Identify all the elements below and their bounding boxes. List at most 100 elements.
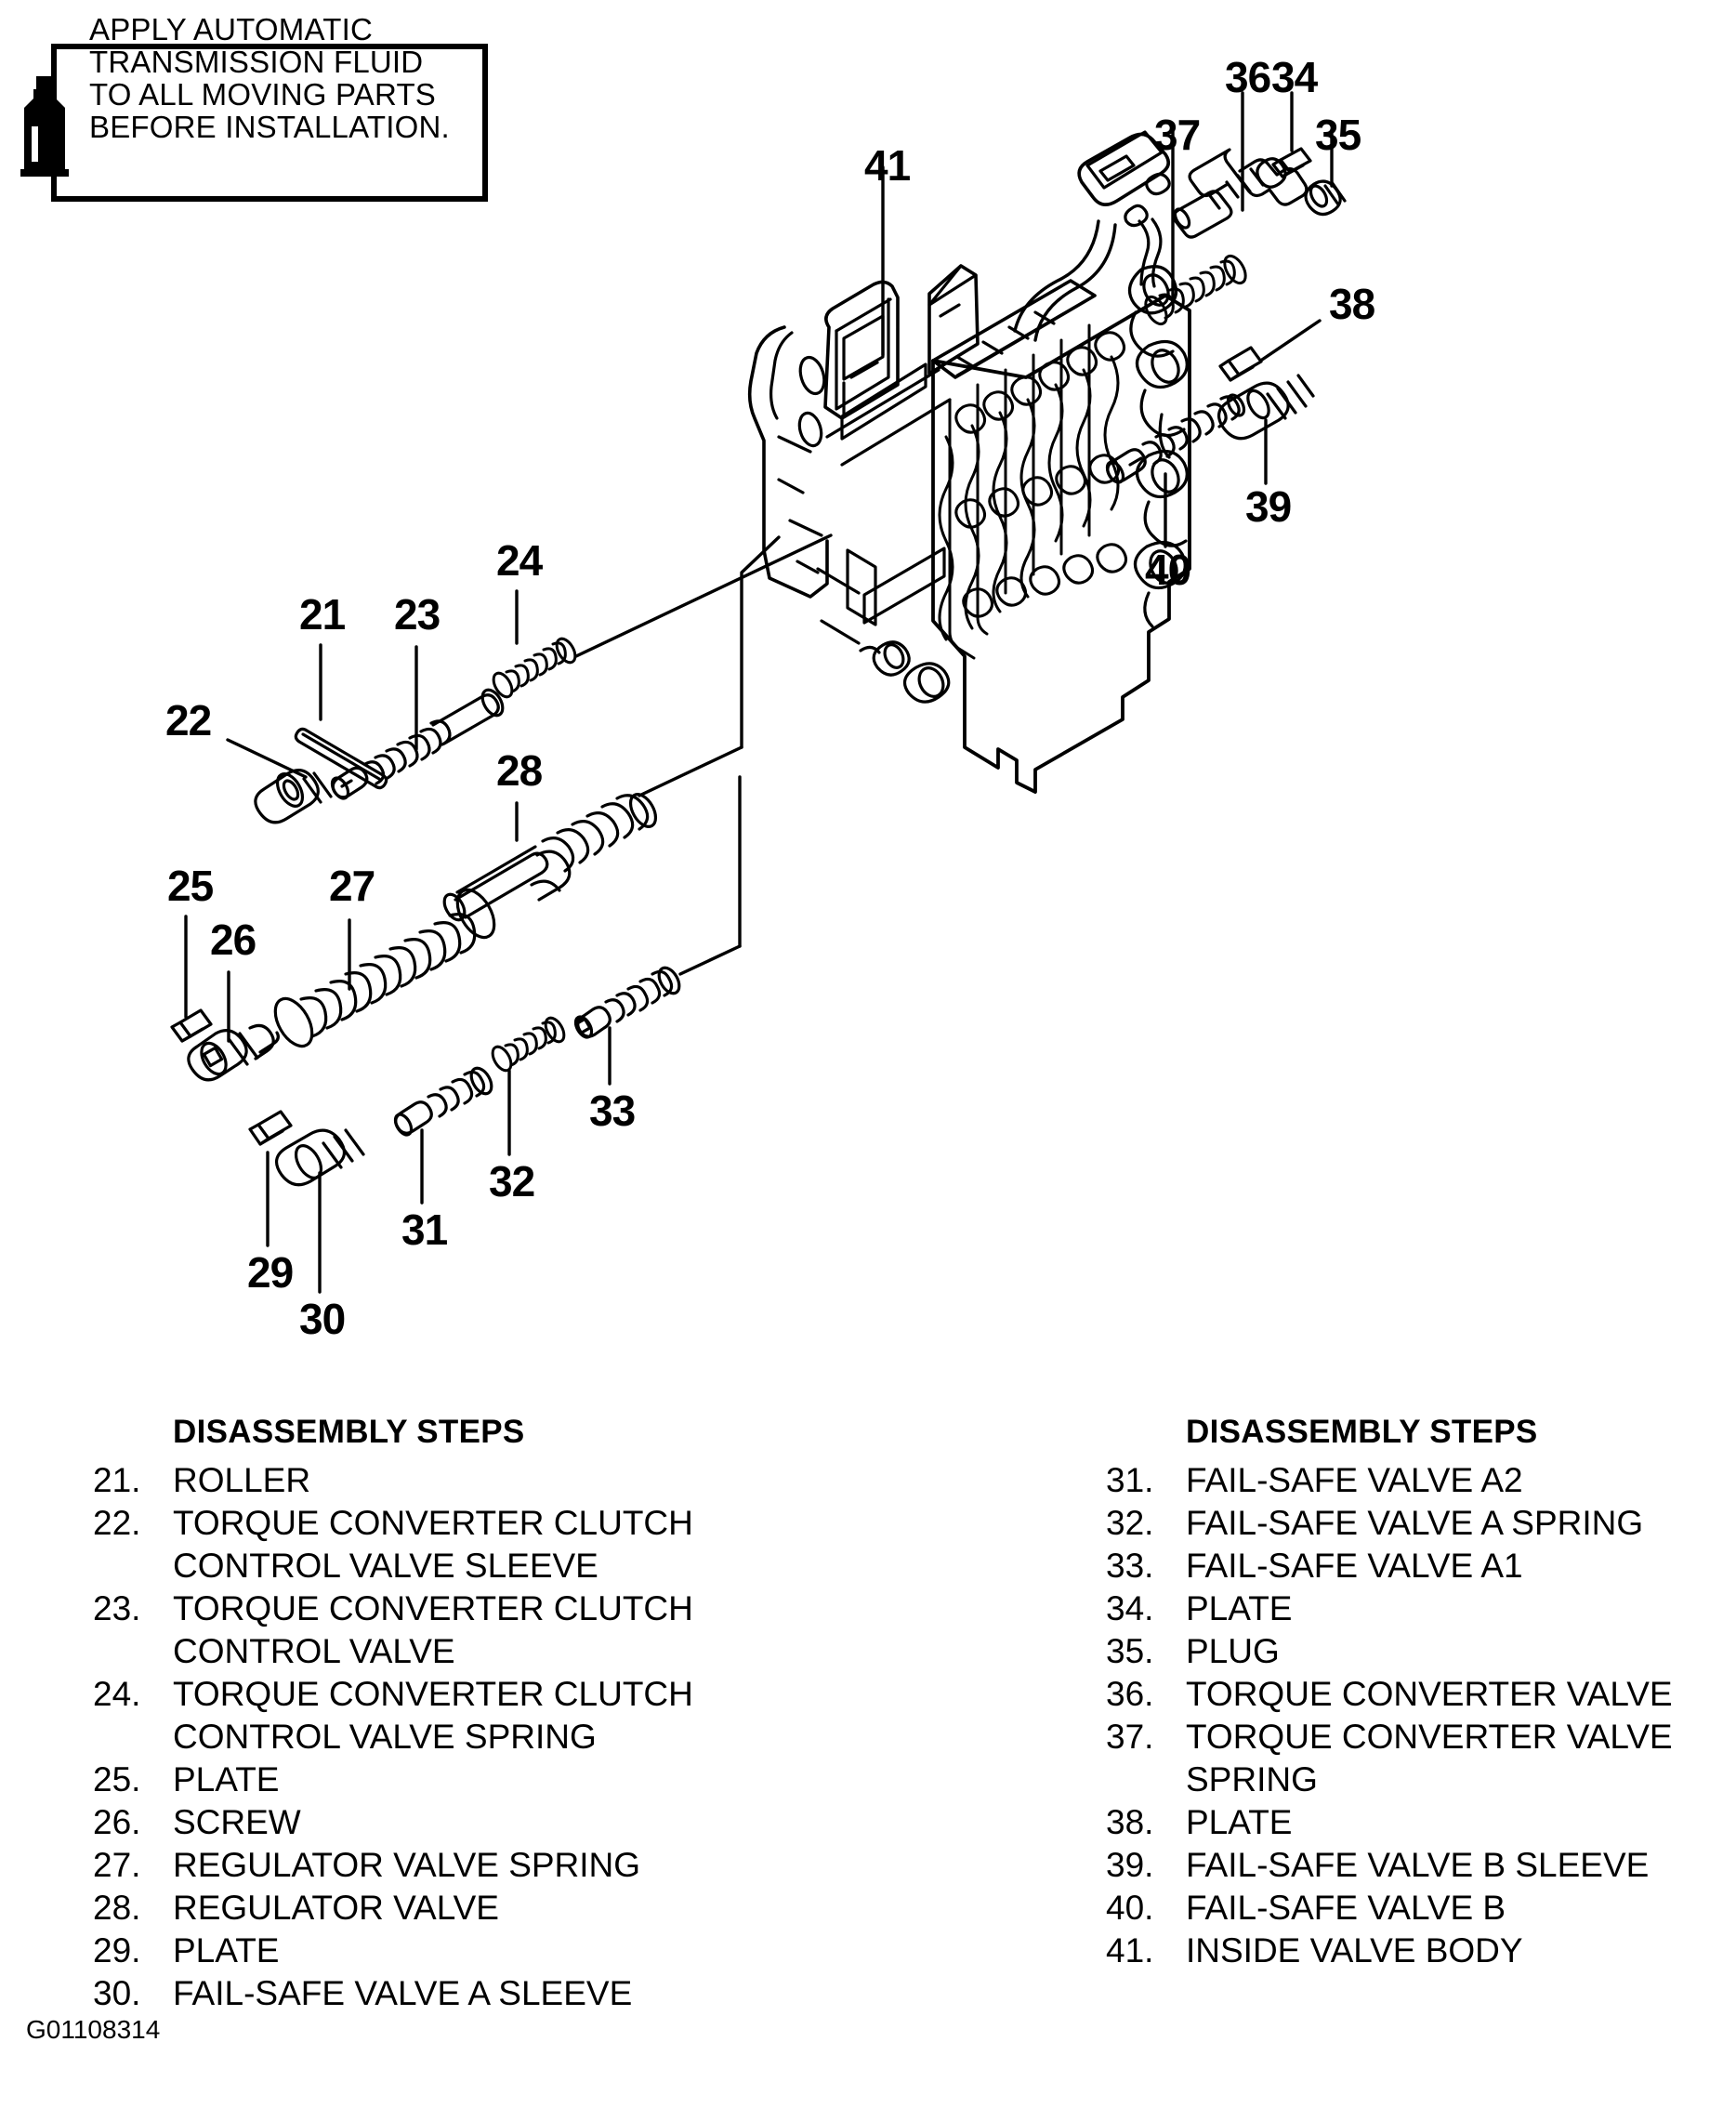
step-num-31: 31. [1106, 1461, 1154, 1499]
step-label-23-line2: CONTROL VALVE [173, 1632, 455, 1670]
callout-35: 35 [1315, 111, 1361, 159]
step-label-36: TORQUE CONVERTER VALVE [1186, 1675, 1673, 1713]
note-line-1: APPLY AUTOMATIC [89, 12, 373, 46]
step-label-37-line2: SPRING [1186, 1760, 1318, 1798]
plate-25-part [170, 1008, 213, 1043]
step-num-39: 39. [1106, 1846, 1154, 1884]
callout-31: 31 [401, 1205, 448, 1254]
step-num-34: 34. [1106, 1589, 1154, 1627]
step-num-28: 28. [93, 1889, 141, 1927]
failsafe-valve-b-part [1105, 393, 1246, 484]
callout-25: 25 [167, 862, 214, 910]
note-line-4: BEFORE INSTALLATION. [89, 110, 450, 144]
callout-32: 32 [489, 1157, 535, 1205]
inside-valve-body-part [747, 130, 1191, 794]
step-label-23-line1: TORQUE CONVERTER CLUTCH [173, 1589, 693, 1627]
fluid-note-text: APPLY AUTOMATIC TRANSMISSION FLUID TO AL… [89, 12, 450, 144]
step-label-24-line1: TORQUE CONVERTER CLUTCH [173, 1675, 693, 1713]
step-row-35: 35. PLUG [1106, 1630, 1736, 1673]
step-row-40: 40. FAIL-SAFE VALVE B [1106, 1887, 1736, 1930]
callout-34: 34 [1271, 53, 1318, 101]
callout-29: 29 [247, 1248, 294, 1297]
callout-27: 27 [329, 862, 375, 910]
torque-converter-valve-spring-part [1144, 254, 1247, 326]
step-label-23: TORQUE CONVERTER CLUTCH CONTROL VALVE [173, 1587, 762, 1673]
callout-41: 41 [864, 141, 911, 190]
step-row-30: 30. FAIL-SAFE VALVE A SLEEVE [93, 1972, 762, 2015]
step-row-37: 37. TORQUE CONVERTER VALVE SPRING [1106, 1716, 1736, 1801]
callout-30: 30 [299, 1295, 346, 1343]
step-num-29: 29. [93, 1931, 141, 1970]
failsafe-valve-a1-part [573, 966, 681, 1039]
step-num-23: 23. [93, 1589, 141, 1627]
step-label-33: FAIL-SAFE VALVE A1 [1186, 1547, 1523, 1585]
step-num-24: 24. [93, 1675, 141, 1713]
exploded-parts-illustration [170, 91, 1347, 1294]
callout-22: 22 [165, 696, 212, 744]
disassembly-steps-right: DISASSEMBLY STEPS 31. FAIL-SAFE VALVE A2… [1106, 1411, 1736, 1972]
step-row-24: 24. TORQUE CONVERTER CLUTCH CONTROL VALV… [93, 1673, 762, 1759]
screw-26-part [187, 1023, 280, 1082]
step-num-21: 21. [93, 1461, 141, 1499]
step-label-22-line1: TORQUE CONVERTER CLUTCH [173, 1504, 693, 1542]
step-label-31: FAIL-SAFE VALVE A2 [1186, 1461, 1523, 1499]
step-row-21: 21. ROLLER [93, 1459, 762, 1502]
step-num-41: 41. [1106, 1931, 1154, 1970]
step-row-29: 29. PLATE [93, 1930, 762, 1972]
fluid-note-box [51, 44, 488, 202]
callout-33: 33 [589, 1087, 636, 1135]
step-row-36: 36. TORQUE CONVERTER VALVE [1106, 1673, 1736, 1716]
step-label-22: TORQUE CONVERTER CLUTCH CONTROL VALVE SL… [173, 1502, 762, 1587]
note-line-2: TRANSMISSION FLUID [89, 45, 424, 79]
step-label-37: TORQUE CONVERTER VALVE SPRING [1186, 1716, 1736, 1801]
step-label-30: FAIL-SAFE VALVE A SLEEVE [173, 1974, 633, 2012]
disassembly-steps-left: DISASSEMBLY STEPS 21. ROLLER 22. TORQUE … [93, 1411, 762, 2015]
callout-26: 26 [210, 916, 256, 964]
step-num-38: 38. [1106, 1803, 1154, 1841]
callout-40: 40 [1145, 546, 1191, 594]
failsafe-valve-a2-part [393, 1066, 493, 1137]
callout-21: 21 [299, 590, 346, 639]
step-row-22: 22. TORQUE CONVERTER CLUTCH CONTROL VALV… [93, 1502, 762, 1587]
step-label-28: REGULATOR VALVE [173, 1889, 499, 1927]
step-label-40: FAIL-SAFE VALVE B [1186, 1889, 1506, 1927]
step-row-32: 32. FAIL-SAFE VALVE A SPRING [1106, 1502, 1736, 1545]
step-num-33: 33. [1106, 1547, 1154, 1585]
step-num-40: 40. [1106, 1889, 1154, 1927]
step-num-22: 22. [93, 1504, 141, 1542]
failsafe-valve-b-sleeve-part [1217, 374, 1315, 441]
step-label-32: FAIL-SAFE VALVE A SPRING [1186, 1504, 1644, 1542]
tcc-control-valve-part [330, 688, 505, 800]
step-label-29: PLATE [173, 1931, 280, 1970]
steps-left-header: DISASSEMBLY STEPS [173, 1414, 525, 1450]
step-num-27: 27. [93, 1846, 141, 1884]
callout-37: 37 [1154, 111, 1201, 159]
step-label-24-line2: CONTROL VALVE SPRING [173, 1718, 597, 1756]
leader-lines [184, 91, 1334, 1294]
callout-38: 38 [1329, 280, 1375, 328]
step-label-21: ROLLER [173, 1461, 311, 1499]
step-row-33: 33. FAIL-SAFE VALVE A1 [1106, 1545, 1736, 1587]
step-num-26: 26. [93, 1803, 141, 1841]
steps-right-header: DISASSEMBLY STEPS [1186, 1414, 1538, 1450]
callout-24: 24 [496, 536, 543, 585]
step-num-32: 32. [1106, 1504, 1154, 1542]
step-num-35: 35. [1106, 1632, 1154, 1670]
step-label-27: REGULATOR VALVE SPRING [173, 1846, 641, 1884]
step-label-39: FAIL-SAFE VALVE B SLEEVE [1186, 1846, 1650, 1884]
step-num-30: 30. [93, 1974, 141, 2012]
oil-bottle-icon [20, 76, 69, 180]
note-line-3: TO ALL MOVING PARTS [89, 77, 437, 112]
step-row-27: 27. REGULATOR VALVE SPRING [93, 1844, 762, 1887]
routed-leader-lines [738, 535, 781, 948]
step-row-26: 26. SCREW [93, 1801, 762, 1844]
torque-converter-valve-part [1172, 148, 1309, 239]
figure-code: G01108314 [26, 2015, 161, 2044]
step-label-22-line2: CONTROL VALVE SLEEVE [173, 1547, 598, 1585]
step-row-41: 41. INSIDE VALVE BODY [1106, 1930, 1736, 1972]
step-row-28: 28. REGULATOR VALVE [93, 1887, 762, 1930]
callout-23: 23 [394, 590, 441, 639]
callout-36: 36 [1225, 53, 1271, 101]
step-label-34: PLATE [1186, 1589, 1293, 1627]
step-row-31: 31. FAIL-SAFE VALVE A2 [1106, 1459, 1736, 1502]
